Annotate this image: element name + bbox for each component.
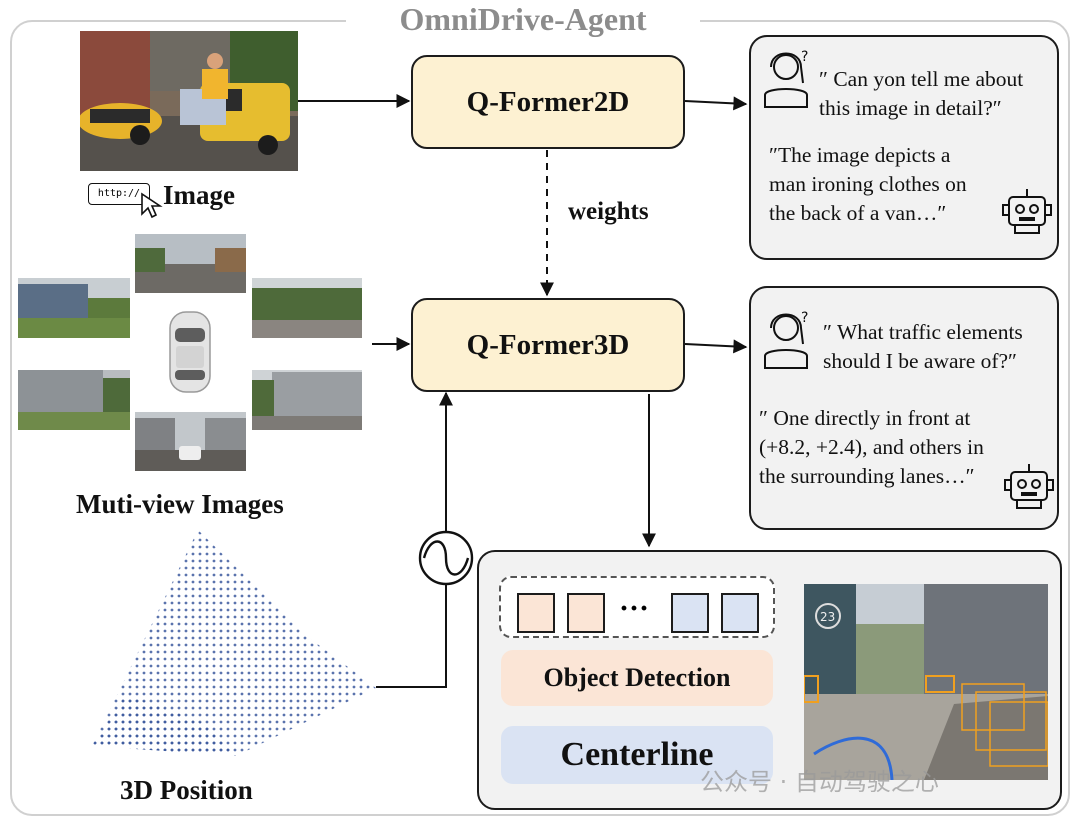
watermark: 公众号 · 自动驾驶之心 bbox=[700, 768, 939, 796]
chat2-question-line2: should I be aware of?″ bbox=[823, 349, 1018, 373]
svg-text:?: ? bbox=[801, 49, 808, 65]
chat2-answer-line3: the surrounding lanes…″ bbox=[759, 464, 975, 488]
lane-query-token bbox=[721, 593, 759, 633]
image-label: Image bbox=[163, 180, 235, 210]
query-tokens: ··· bbox=[499, 576, 775, 638]
user-icon: ? bbox=[764, 49, 808, 108]
chat2-answer-line1: ″ One directly in front at bbox=[759, 406, 971, 430]
chat-box-1: ? ″ Can yon tell me about this image in … bbox=[749, 35, 1059, 260]
view-front-left bbox=[18, 278, 130, 338]
input-image bbox=[80, 31, 298, 171]
arrow-qformer2d-to-chat1 bbox=[684, 96, 748, 111]
cursor-icon bbox=[141, 192, 163, 219]
chat2-answer-line2: (+8.2, +2.4), and others in bbox=[759, 435, 984, 459]
arrow-qformer3d-to-chat2 bbox=[684, 339, 748, 354]
sine-encoding-icon bbox=[418, 530, 474, 586]
chat1-question-line2: this image in detail?″ bbox=[819, 96, 1002, 120]
lane-query-token bbox=[671, 593, 709, 633]
user-icon: ? bbox=[764, 310, 808, 369]
ego-car-icon bbox=[169, 311, 211, 393]
centerline-label: Centerline bbox=[501, 726, 773, 784]
view-back-left bbox=[18, 370, 130, 430]
qformer2d-box: Q-Former2D bbox=[411, 55, 685, 149]
object-query-token bbox=[517, 593, 555, 633]
chat1-question-line1: ″ Can yon tell me about bbox=[819, 67, 1024, 91]
arrow-position-to-qformer3d bbox=[376, 575, 447, 688]
detection-panel: ··· Object Detection Centerline 23 bbox=[477, 550, 1062, 810]
view-front-right bbox=[252, 278, 362, 338]
chat1-answer-line3: the back of a van…″ bbox=[769, 201, 947, 225]
http-icon: http:// bbox=[88, 183, 150, 205]
chat1-answer-line2: man ironing clothes on bbox=[769, 172, 967, 196]
chat2-question-line1: ″ What traffic elements bbox=[823, 320, 1023, 344]
object-detection-label: Object Detection bbox=[501, 650, 773, 706]
multiview-label: Muti-view Images bbox=[76, 489, 284, 519]
svg-text:?: ? bbox=[801, 310, 808, 326]
qformer3d-box: Q-Former3D bbox=[411, 298, 685, 392]
object-query-token bbox=[567, 593, 605, 633]
view-back bbox=[135, 412, 246, 471]
view-back-right bbox=[252, 370, 362, 430]
robot-icon bbox=[1002, 189, 1052, 234]
sign-number: 23 bbox=[820, 610, 835, 624]
robot-icon bbox=[1004, 464, 1054, 509]
weights-label: weights bbox=[568, 198, 649, 225]
chat-box-2: ? ″ What traffic elements should I be aw… bbox=[749, 286, 1059, 530]
token-ellipsis: ··· bbox=[619, 592, 650, 625]
position-label: 3D Position bbox=[120, 775, 253, 805]
point-cloud-3d bbox=[92, 530, 376, 756]
driving-scene: 23 bbox=[804, 584, 1048, 780]
view-front bbox=[135, 234, 246, 293]
chat1-answer-line1: ″The image depicts a bbox=[769, 143, 951, 167]
diagram-title: OmniDrive-Agent bbox=[346, 0, 700, 40]
